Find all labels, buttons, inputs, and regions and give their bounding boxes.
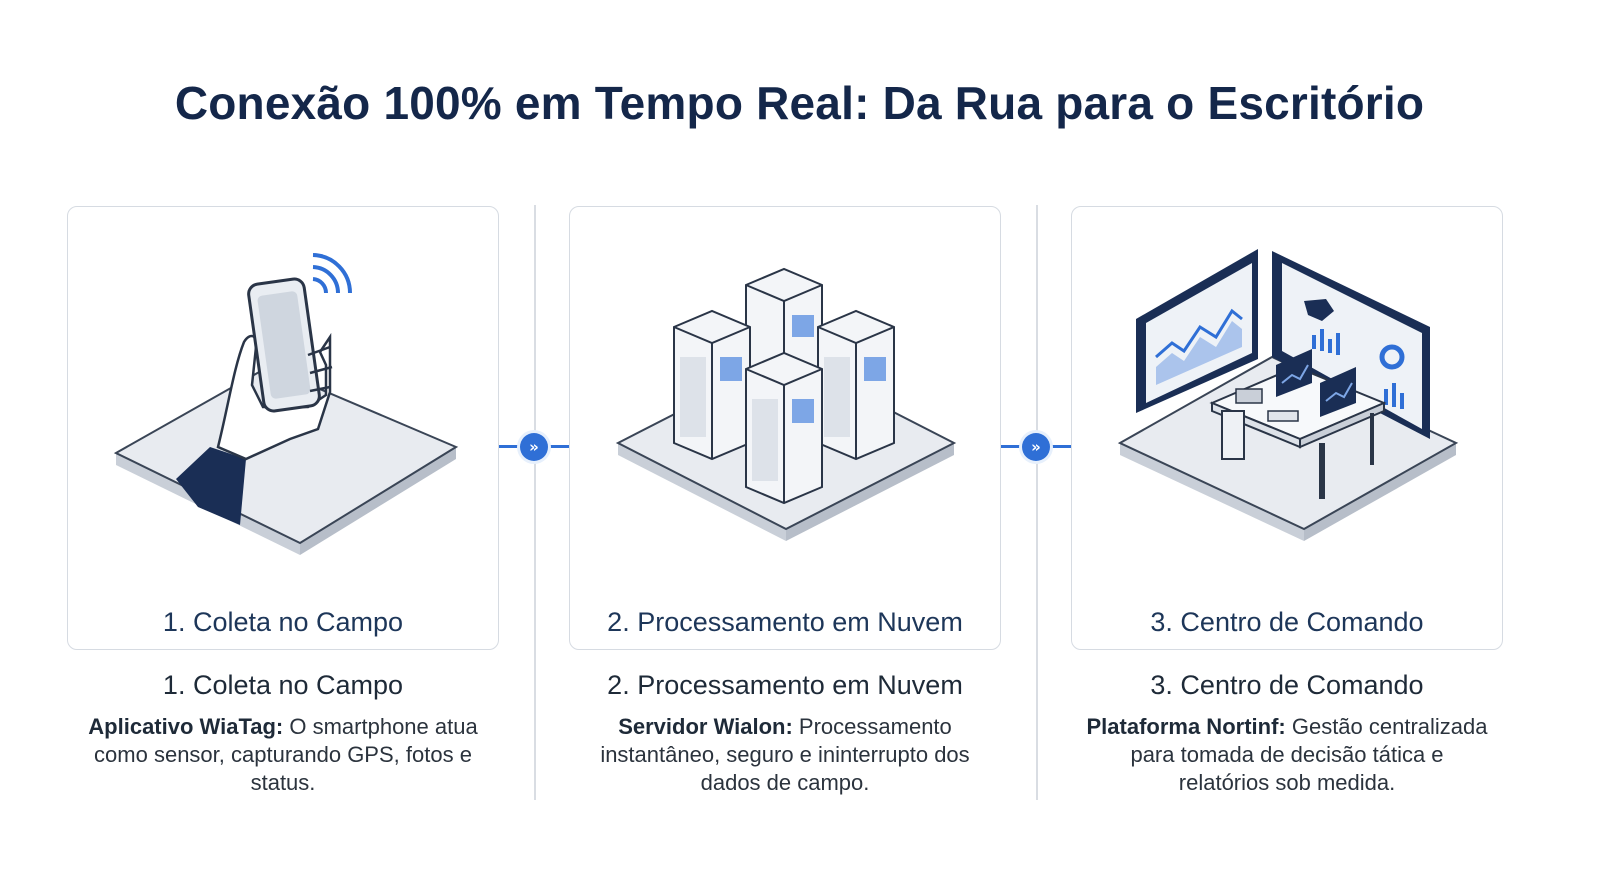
double-chevron-right-icon: » bbox=[1022, 433, 1050, 461]
step-description-lead: Plataforma Nortinf: bbox=[1086, 714, 1286, 739]
step-description-field-collection: 1. Coleta no Campo Aplicativo WiaTag: O … bbox=[53, 670, 513, 797]
step-card-cloud-processing: 2. Processamento em Nuvem bbox=[569, 206, 1001, 650]
step-title: 1. Coleta no Campo bbox=[162, 670, 404, 700]
step-card-label: 1. Coleta no Campo bbox=[162, 607, 404, 637]
column-divider bbox=[534, 205, 536, 800]
step-description-text: O smartphone atua como sensor, capturand… bbox=[94, 714, 478, 795]
step-title: 2. Processamento em Nuvem bbox=[607, 670, 963, 700]
step-card-field-collection: 1. Coleta no Campo bbox=[67, 206, 499, 650]
page-title: Conexão 100% em Tempo Real: Da Rua para … bbox=[174, 77, 1425, 129]
step-description-cloud-processing: 2. Processamento em Nuvem Servidor Wialo… bbox=[555, 670, 1015, 797]
column-divider bbox=[1036, 205, 1038, 800]
hand-smartphone-icon bbox=[113, 253, 459, 555]
double-chevron-right-icon: » bbox=[520, 433, 548, 461]
step-description-text: Gestão centralizada para tomada de decis… bbox=[1130, 714, 1488, 795]
step-description-lead: Aplicativo WiaTag: bbox=[88, 714, 284, 739]
step-description-command-center: 3. Centro de Comando Plataforma Nortinf:… bbox=[1057, 670, 1517, 797]
step-card-label: 2. Processamento em Nuvem bbox=[607, 607, 963, 637]
command-center-icon bbox=[1117, 249, 1459, 541]
step-description: Plataforma Nortinf: Gestão centralizada … bbox=[1057, 713, 1517, 797]
step-description: Servidor Wialon: Processamento instantân… bbox=[555, 713, 1015, 797]
step-description-lead: Servidor Wialon: bbox=[618, 714, 793, 739]
step-title: 3. Centro de Comando bbox=[1150, 670, 1424, 700]
step-card-command-center: 3. Centro de Comando bbox=[1071, 206, 1503, 650]
step-description-text: Processamento instantâneo, seguro e inin… bbox=[600, 714, 970, 795]
step-card-label: 3. Centro de Comando bbox=[1150, 607, 1424, 637]
server-rack-icon bbox=[615, 267, 957, 541]
step-description: Aplicativo WiaTag: O smartphone atua com… bbox=[53, 713, 513, 797]
